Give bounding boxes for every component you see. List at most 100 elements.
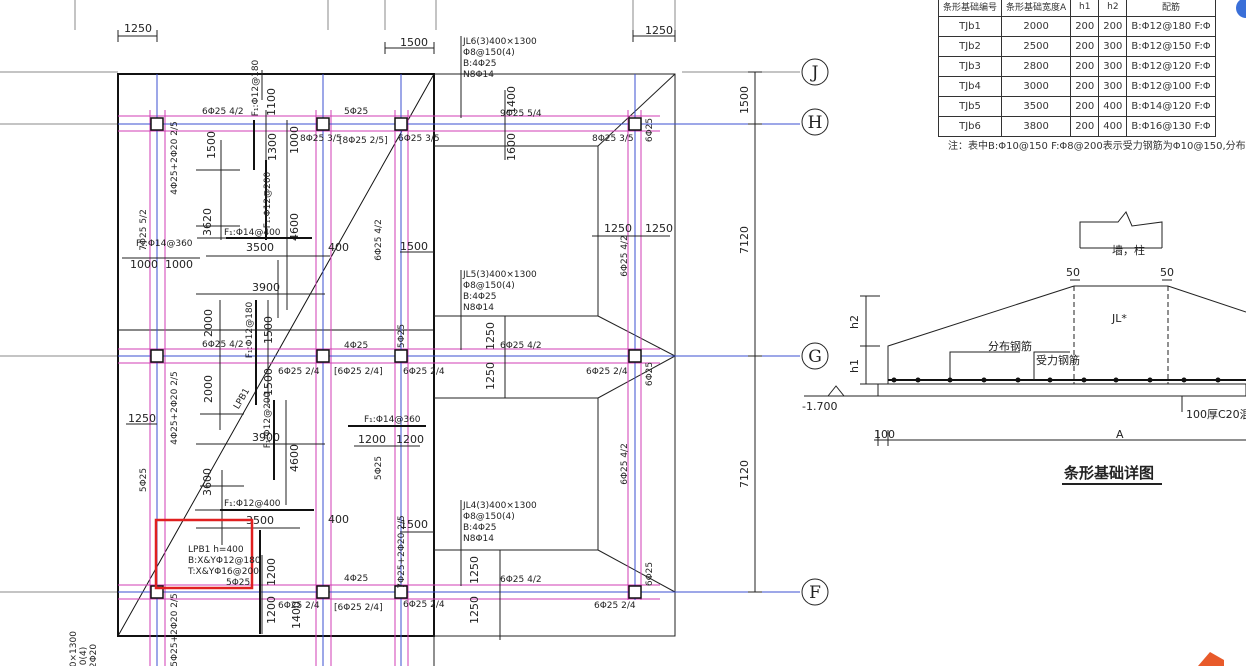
table-cell: TJb1 — [937, 16, 1003, 37]
raft-label: F₁:Φ12@400 — [224, 499, 281, 509]
column-h2 — [316, 117, 330, 131]
dim: 1200 — [265, 558, 278, 586]
table-cell: 200 — [1070, 116, 1100, 137]
rebar-label: 6Φ25 2/4 — [403, 367, 445, 377]
dim: 7120 — [738, 226, 751, 254]
raft-label: LPB1 — [232, 387, 252, 411]
beam-jl5-line: JL5(3)400×1300 — [462, 270, 537, 280]
beam-jl6-line: JL6(3)400×1300 — [462, 37, 537, 47]
rebar-label: 6Φ25 2/4 — [278, 367, 320, 377]
detail-a: A — [1116, 428, 1124, 441]
dim: 1250 — [645, 222, 673, 235]
dim: 1500 — [262, 316, 275, 344]
rebar-label: 6Φ25 2/4 — [594, 601, 636, 611]
dim: 1500 — [400, 240, 428, 253]
dim: 1000 — [165, 258, 193, 271]
rebar-label: 4Φ25 — [344, 341, 368, 351]
dim: 1100 — [265, 88, 278, 116]
dim: 400 — [328, 241, 349, 254]
beam-jl5-line: N8Φ14 — [463, 303, 494, 313]
columns — [150, 117, 642, 599]
table-cell: B:Φ12@180 F:Φ — [1126, 16, 1216, 37]
rebar-label: [6Φ25 2/4] — [334, 367, 383, 377]
strip-footing-table: 条形基础编号 条形基础宽度A h1 h2 配筋 TJb1 2000 200 20… — [937, 0, 1216, 137]
rebar-label: 8Φ25 3/5 — [300, 134, 342, 144]
table-cell: TJb4 — [937, 76, 1003, 97]
table-header: 条形基础编号 — [937, 0, 1003, 17]
callout-line: LPB1 h=400 — [188, 545, 244, 555]
table-row: TJb5 3500 200 400 B:Φ14@120 F:Φ — [937, 96, 1216, 117]
rebar-label: 6Φ25 4/2 — [500, 341, 542, 351]
dim: 1250 — [124, 22, 152, 35]
table-cell: B:Φ12@150 F:Φ — [1126, 36, 1216, 57]
detail-wall-label: 墙，柱 — [1112, 243, 1145, 257]
rebar-label: 6Φ25 4/2 — [620, 443, 630, 485]
table-cell: 300 — [1098, 56, 1128, 77]
rebar-label: 4Φ25+2Φ20 2/5 — [170, 121, 180, 194]
rebar-label: 5Φ25 — [374, 456, 384, 480]
column-f2 — [316, 585, 330, 599]
rebar-label: [8Φ25 2/5] — [339, 136, 388, 146]
dim: 3500 — [246, 241, 274, 254]
dim-chains — [117, 30, 762, 640]
axis-bubble-j — [801, 58, 829, 86]
dim: 1200 — [265, 596, 278, 624]
dim: 1200 — [396, 433, 424, 446]
detail-main-label: 受力钢筋 — [1036, 353, 1080, 367]
detail-50-left: 50 — [1066, 266, 1080, 279]
raft-label: F₁:Φ12@200 — [263, 391, 273, 448]
edge-label: 2Φ20 — [89, 644, 99, 666]
rebar-label: 6Φ25 2/4 — [403, 600, 445, 610]
table-cell: B:Φ16@130 F:Φ — [1126, 116, 1216, 137]
beam-jl5-line: B:4Φ25 — [463, 292, 496, 302]
axis-label-g: G — [808, 347, 822, 367]
dim: 1300 — [266, 133, 279, 161]
dim: 1500 — [262, 368, 275, 396]
rebar-label: 6Φ25 4/2 — [202, 340, 244, 350]
table-cell: 2800 — [1001, 56, 1072, 77]
beam-jl4-line: N8Φ14 — [463, 534, 494, 544]
elevation-label: -1.700 — [802, 400, 837, 413]
table-cell: TJb5 — [937, 96, 1003, 117]
raft-label: F₁:Φ12@180 — [245, 301, 255, 358]
dim: 4600 — [288, 213, 301, 241]
table-cell: TJb3 — [937, 56, 1003, 77]
dim: 1500 — [738, 86, 751, 114]
strip-foundations — [433, 73, 676, 666]
rebar-label: 5Φ25 — [344, 107, 368, 117]
rebar-label: 5Φ25+2Φ20 2/5 — [170, 593, 180, 666]
table-cell: 3500 — [1001, 96, 1072, 117]
table-header: 条形基础宽度A — [1001, 0, 1072, 17]
table-cell: 400 — [1098, 116, 1128, 137]
raft-rebar-labels — [220, 120, 426, 634]
beam-jl4-line: B:4Φ25 — [463, 523, 496, 533]
dim: 1250 — [128, 412, 156, 425]
rebar-label: 6Φ25 4/2 — [620, 235, 630, 277]
axis-bubble-h — [801, 108, 829, 136]
rebar-label: 6Φ25 2/4 — [586, 367, 628, 377]
rebar-label: 6Φ25 — [645, 562, 655, 586]
column-f3 — [394, 585, 408, 599]
dim: 1500 — [400, 36, 428, 49]
table-row: TJb3 2800 200 300 B:Φ12@120 F:Φ — [937, 56, 1216, 77]
raft-label: F₁:Φ12@180 — [251, 59, 261, 116]
rebar-label: 7Φ25 5/2 — [139, 209, 149, 251]
beam-callouts: JL6(3)400×1300 Φ8@150(4) B:4Φ25 N8Φ14 JL… — [460, 36, 537, 586]
edge-label: 0(4) — [79, 647, 89, 665]
axis-bubbles: J H G F — [801, 58, 829, 606]
table-row: TJb4 3000 200 300 B:Φ12@100 F:Φ — [937, 76, 1216, 97]
dim: 1400 — [505, 86, 518, 114]
column-g2 — [316, 349, 330, 363]
beam-jl6-line: Φ8@150(4) — [463, 48, 515, 58]
table-cell: 200 — [1070, 16, 1100, 37]
table-row: TJb6 3800 200 400 B:Φ16@130 F:Φ — [937, 116, 1216, 137]
highlight-box — [154, 518, 254, 590]
corner-logo-icon — [1198, 652, 1224, 666]
dim: 1250 — [484, 322, 497, 350]
detail-50-right: 50 — [1160, 266, 1174, 279]
lpb1-callout: LPB1 h=400 B:X&YΦ12@180 T:X&YΦ16@200 5Φ2… — [154, 518, 261, 590]
dim: 1200 — [358, 433, 386, 446]
beam-jl6-line: N8Φ14 — [463, 70, 494, 80]
table-cell: 2500 — [1001, 36, 1072, 57]
